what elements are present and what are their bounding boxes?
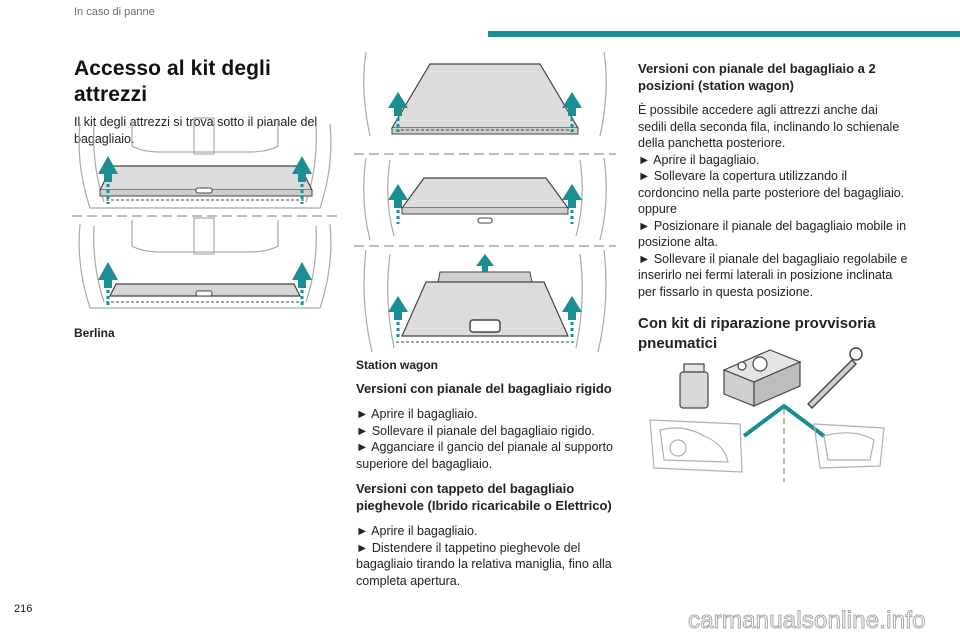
repair-kit-illustration: [644, 344, 890, 484]
header-section-label: In caso di panne: [74, 6, 155, 18]
two-position-line-3: ► Sollevare la copertura utilizzando il …: [638, 169, 905, 200]
rigid-step-1: ► Aprire il bagagliaio.: [356, 407, 478, 421]
repair-kit-heading: Con kit di riparazione provvisoria pneum…: [638, 315, 876, 352]
two-position-line-6: ► Sollevare il pianale del bagagliaio re…: [638, 251, 908, 299]
berlina-illustration: [72, 116, 338, 312]
page-number: 216: [14, 603, 33, 615]
watermark: carmanualsonline.info: [688, 607, 926, 635]
station-wagon-illustration: [354, 50, 616, 354]
two-position-heading: Versioni con pianale del bagagliaio a 2 …: [638, 61, 876, 93]
two-position-line-5: ► Posizionare il pianale del bagagliaio …: [638, 218, 907, 250]
intro-text: Il kit degli attrezzi si trova sotto il …: [74, 115, 318, 146]
two-position-line-4: oppure: [638, 202, 677, 216]
two-position-line-2: ► Aprire il bagagliaio.: [638, 152, 760, 167]
two-position-line-1: È possibile accedere agli attrezzi anche…: [638, 103, 900, 150]
header-accent-bar: [488, 31, 960, 37]
foldable-floor-heading: Versioni con tappeto del bagagliaio pieg…: [356, 481, 612, 513]
berlina-caption: Berlina: [74, 326, 115, 340]
foldable-step-1: ► Aprire il bagagliaio.: [356, 524, 478, 538]
column-2: Station wagon Versioni con pianale del b…: [356, 358, 616, 589]
rigid-floor-heading: Versioni con pianale del bagagliaio rigi…: [356, 381, 612, 396]
two-position-text: È possibile accedere agli attrezzi anche…: [638, 102, 908, 300]
column-3: Versioni con pianale del bagagliaio a 2 …: [638, 60, 908, 354]
station-wagon-caption: Station wagon: [356, 358, 438, 372]
column-1: Accesso al kit degli attrezzi Il kit deg…: [74, 56, 336, 147]
rigid-floor-steps: ► Aprire il bagagliaio. ► Sollevare il p…: [356, 406, 616, 472]
rigid-step-2: ► Sollevare il pianale del bagagliaio ri…: [356, 423, 595, 438]
page-title: Accesso al kit degli attrezzi: [74, 57, 271, 106]
foldable-floor-steps: ► Aprire il bagagliaio. ► Distendere il …: [356, 523, 616, 589]
foldable-step-2: ► Distendere il tappetino pieghevole del…: [356, 540, 612, 588]
rigid-step-3: ► Agganciare il gancio del pianale al su…: [356, 440, 613, 471]
